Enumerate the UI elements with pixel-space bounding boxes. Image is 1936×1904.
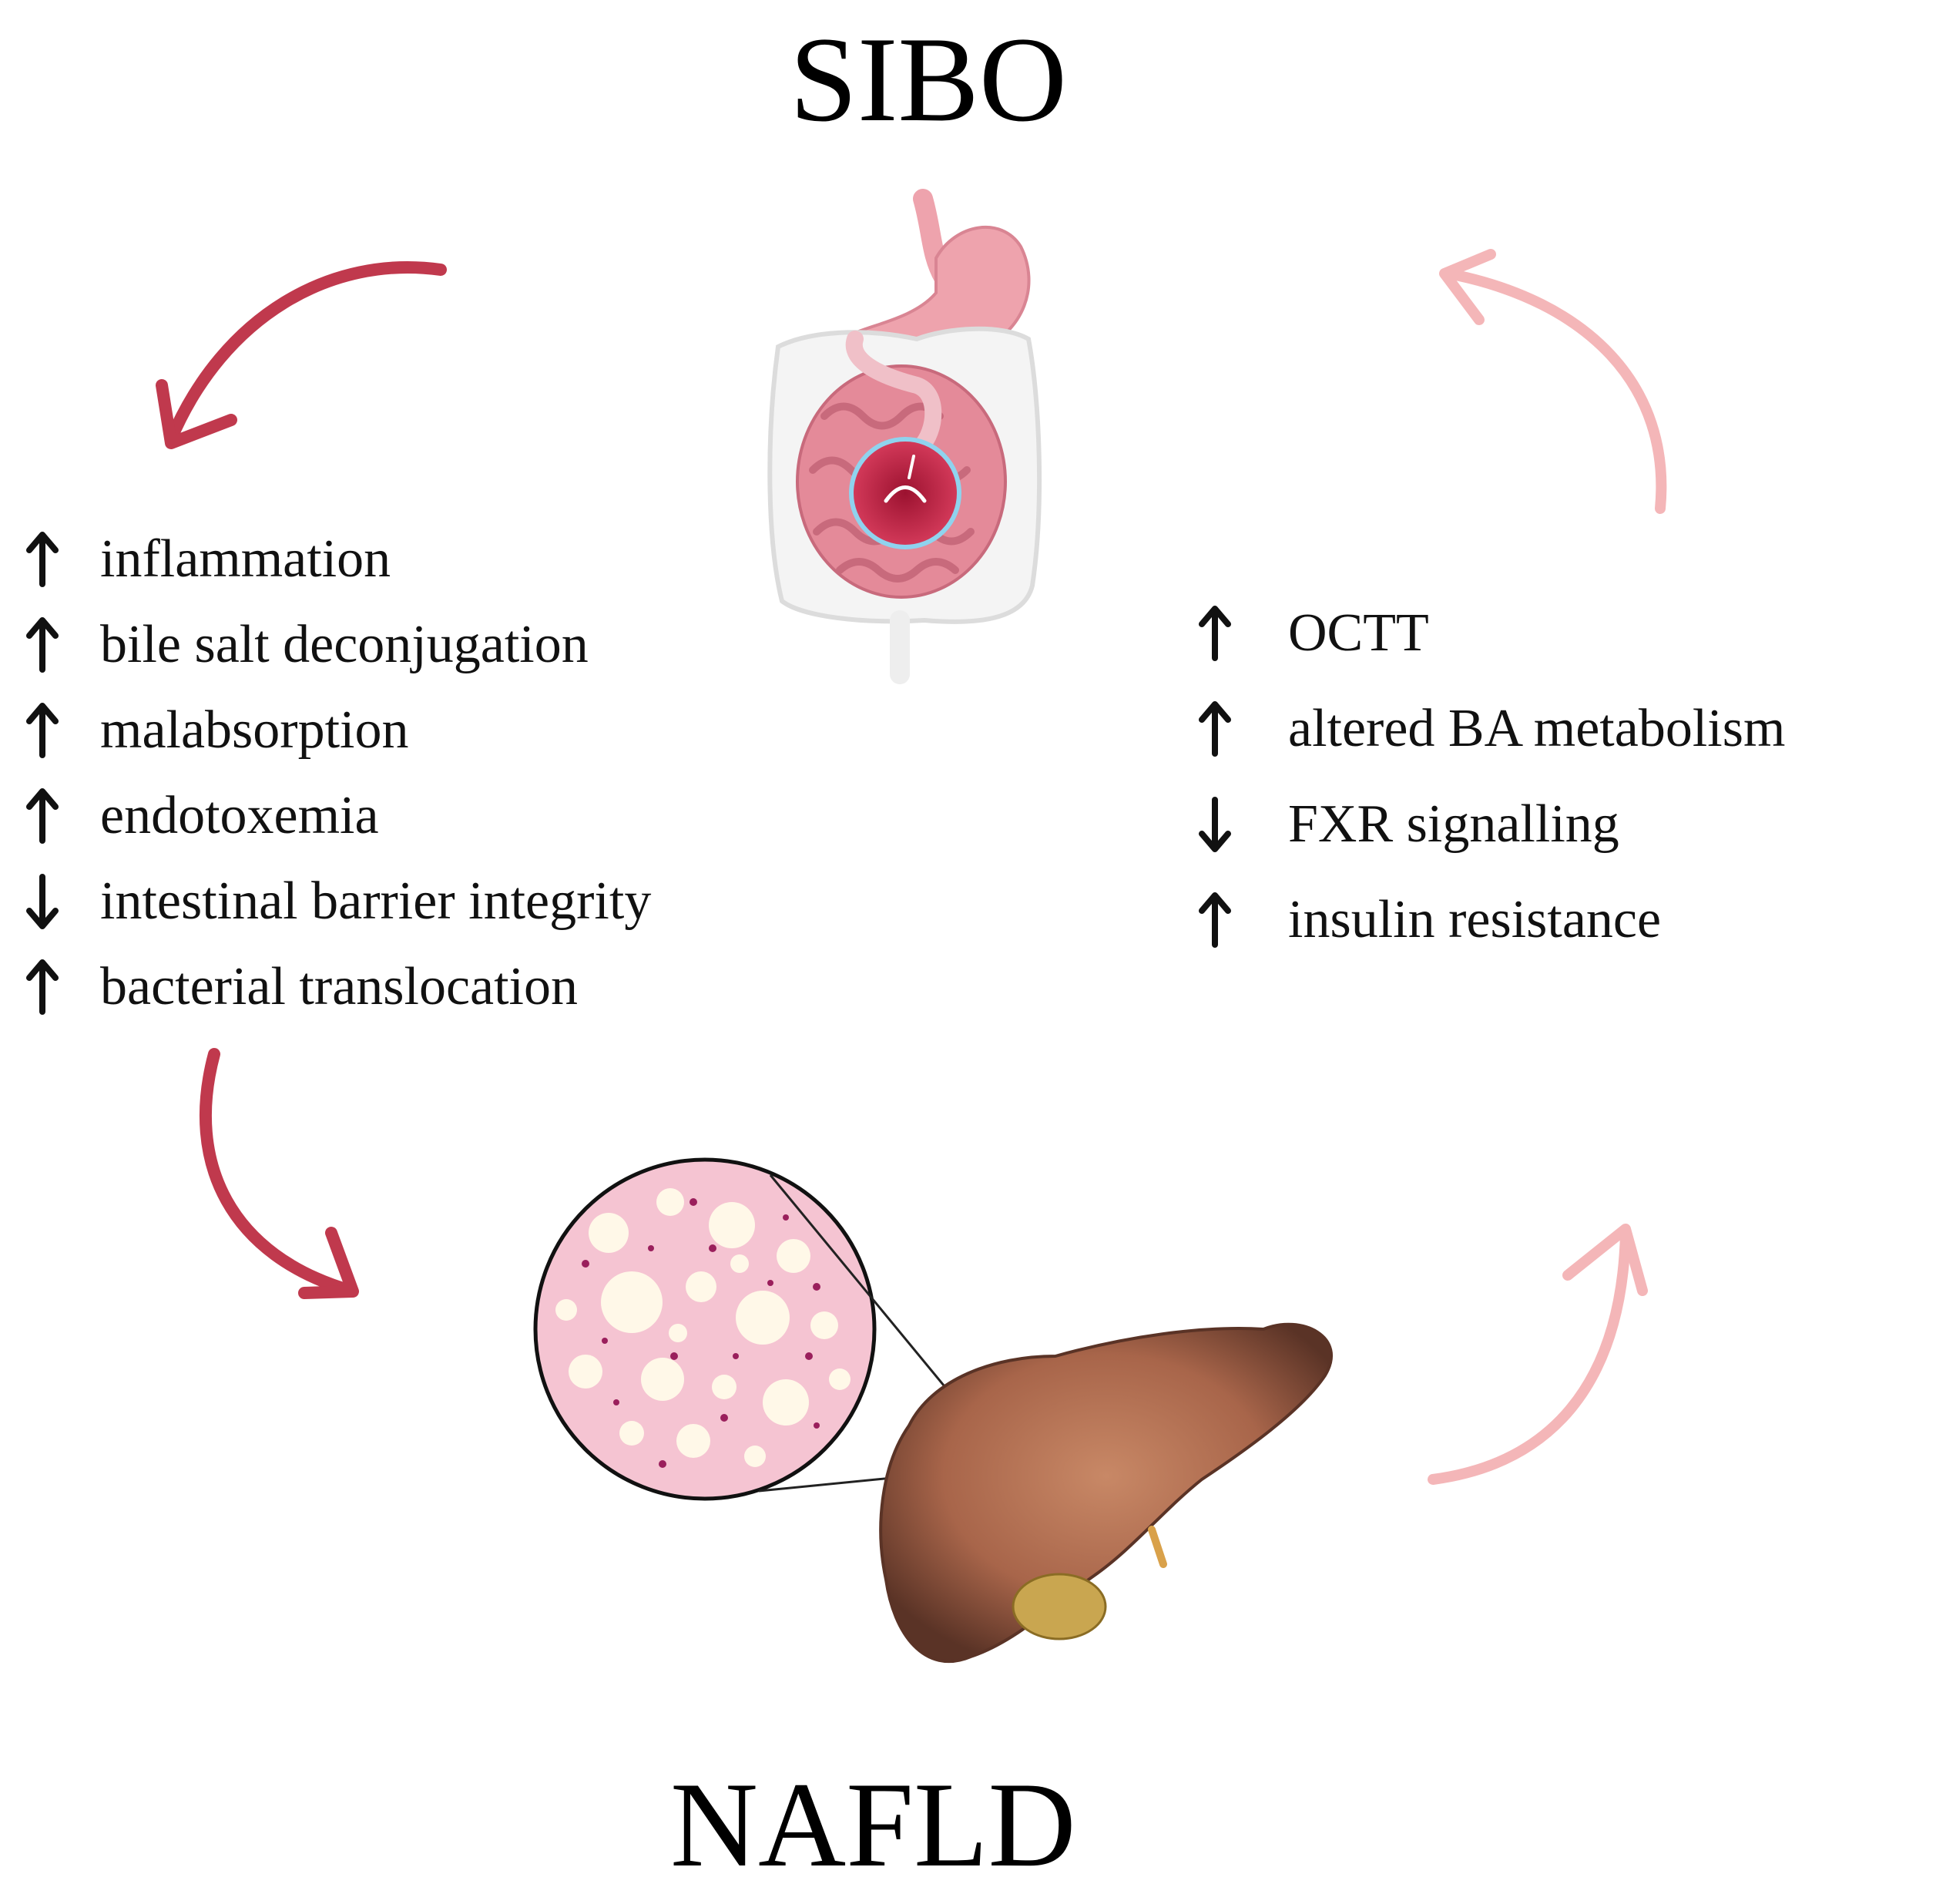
effect-label: insulin resistance: [1288, 890, 1662, 949]
list-item: altered BA metabolism: [1196, 681, 1785, 777]
list-item: OCTT: [1196, 586, 1785, 681]
effect-label: inflammation: [100, 529, 391, 589]
arrow-up-icon: [26, 702, 59, 758]
liver-illustration: [879, 1322, 1333, 1663]
right-lower-arrow: [1428, 1224, 1648, 1485]
list-item: inflammation: [23, 516, 651, 602]
effect-label: endotoxemia: [100, 785, 379, 845]
list-item: malabsorption: [23, 687, 651, 773]
list-item: intestinal barrier integrity: [23, 858, 651, 944]
intestine-illustration: [767, 189, 1042, 684]
nafld-to-sibo-effects-list: OCTT altered BA metabolism FXR signallin…: [1196, 586, 1785, 968]
arrow-down-icon: [26, 873, 59, 929]
list-item: endotoxemia: [23, 773, 651, 858]
arrow-up-icon: [26, 959, 59, 1015]
right-upper-arrow: [1439, 249, 1667, 514]
list-item: bacterial translocation: [23, 944, 651, 1029]
list-item: bile salt deconjugation: [23, 602, 651, 687]
left-lower-arrow: [199, 1048, 359, 1299]
arrow-up-icon: [1199, 701, 1231, 757]
list-item: insulin resistance: [1196, 872, 1785, 968]
arrow-up-icon: [26, 616, 59, 673]
sibo-title: SIBO: [790, 12, 1067, 147]
left-upper-arrow: [156, 261, 447, 449]
effect-label: intestinal barrier integrity: [100, 871, 652, 931]
arrow-up-icon: [26, 787, 59, 844]
effect-label: OCTT: [1288, 603, 1429, 663]
effect-label: bacterial translocation: [100, 956, 578, 1016]
list-item: FXR signalling: [1196, 777, 1785, 872]
nafld-title: NAFLD: [670, 1758, 1076, 1892]
effect-label: malabsorption: [100, 700, 409, 760]
effect-label: altered BA metabolism: [1288, 699, 1786, 758]
arrow-down-icon: [1199, 797, 1231, 852]
arrow-up-icon: [1199, 892, 1231, 948]
liver-histology-circle: [533, 1157, 1007, 1501]
effect-label: bile salt deconjugation: [100, 614, 589, 674]
arrow-up-icon: [26, 531, 59, 587]
effect-label: FXR signalling: [1288, 794, 1619, 854]
sibo-to-nafld-effects-list: inflammation bile salt deconjugation mal…: [23, 516, 651, 1029]
arrow-up-icon: [1199, 606, 1231, 661]
